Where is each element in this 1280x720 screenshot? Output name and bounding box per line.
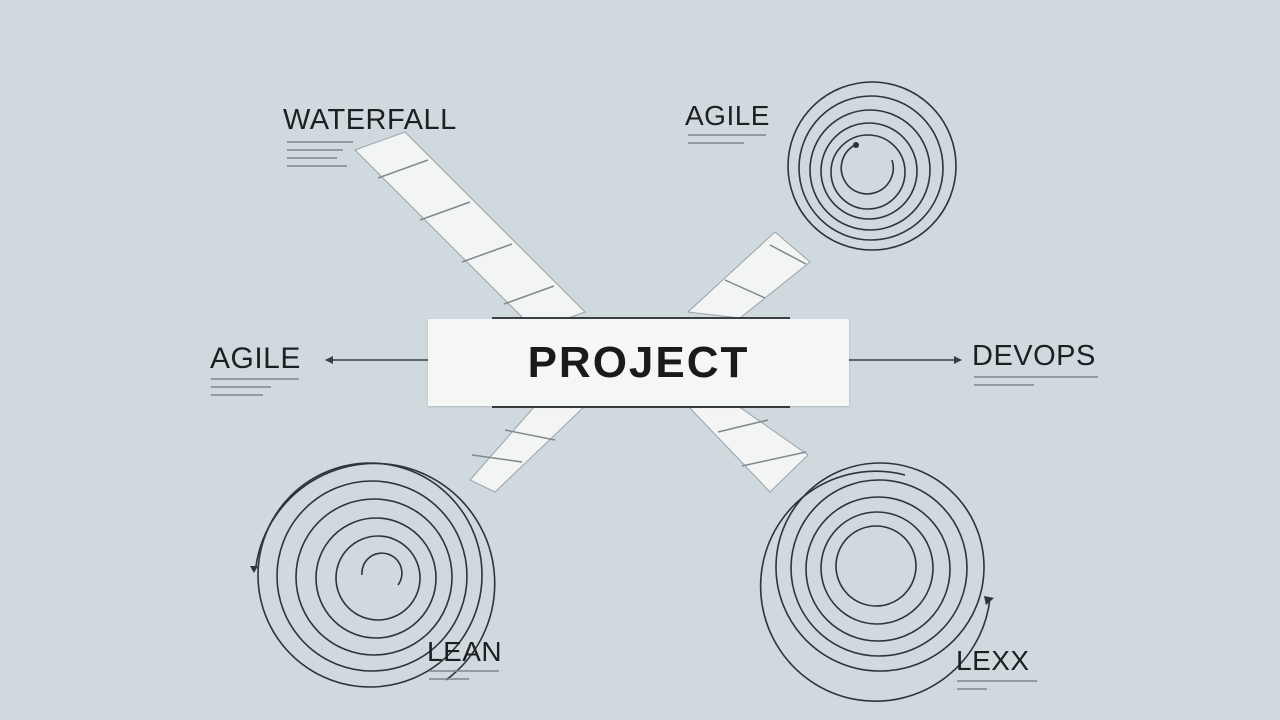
devops-text-lines xyxy=(974,376,1098,386)
spiral-bottom-left-arrowhead xyxy=(250,566,258,573)
band-lower-right xyxy=(686,405,809,493)
band-waterfall xyxy=(354,131,586,331)
lexx-text-lines xyxy=(957,680,1037,690)
project-title: PROJECT xyxy=(527,337,750,387)
agile-top-label: AGILE xyxy=(685,100,770,131)
project-box: PROJECT xyxy=(428,319,849,406)
waterfall-text-lines xyxy=(287,141,353,167)
agile-left-text-lines xyxy=(211,378,299,396)
lexx-label: LEXX xyxy=(956,645,1030,676)
lean-text-lines xyxy=(429,670,499,680)
lean-label: LEAN xyxy=(427,636,503,667)
waterfall-label: WATERFALL xyxy=(283,104,457,136)
spiral-bottom-right xyxy=(759,462,991,702)
spiral-bottom-right-arrowhead xyxy=(984,596,994,605)
band-upper-right xyxy=(686,231,811,319)
agile-top-text-lines xyxy=(688,134,766,144)
spiral-top-right xyxy=(787,81,957,251)
band-lower-left xyxy=(469,405,587,493)
spiral-bottom-left xyxy=(255,462,496,688)
devops-label: DEVOPS xyxy=(972,340,1096,372)
spiral-top-right-dot xyxy=(853,142,859,148)
agile-left-label: AGILE xyxy=(210,342,301,375)
